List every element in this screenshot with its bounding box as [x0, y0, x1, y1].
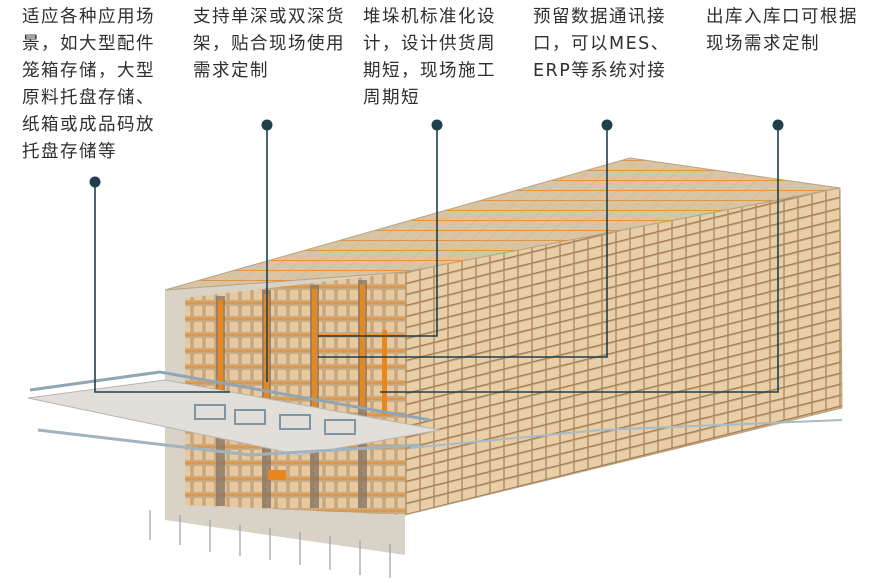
leader-line-1 — [94, 182, 230, 393]
leader-dots — [89, 119, 784, 188]
leader-dot-1 — [89, 176, 101, 188]
leader-line-5 — [380, 125, 779, 393]
leader-lines — [94, 125, 779, 393]
callout-2-text: 支持单深或双深货 架，贴合现场使用 需求定制 — [193, 7, 345, 81]
leader-line-3 — [318, 125, 438, 337]
leader-line-4 — [318, 125, 608, 358]
callout-4-text: 预留数据通讯接 口，可以MES、 ERP等系统对接 — [533, 7, 670, 81]
leader-dot-4 — [601, 119, 613, 131]
callout-3-text: 堆垛机标准化设 计，设计供货周 期短，现场施工 周期短 — [363, 7, 496, 108]
conveyor-platform — [27, 370, 843, 578]
callout-1-text: 适应各种应用场 景，如大型配件 笼箱存储，大型 原料托盘存储、 纸箱或成品码放 … — [22, 7, 155, 162]
callout-5-text: 出库入库口可根据 现场需求定制 — [706, 7, 858, 54]
leader-dot-2 — [261, 119, 273, 131]
leader-dot-5 — [772, 119, 784, 131]
leader-dot-3 — [431, 119, 443, 131]
